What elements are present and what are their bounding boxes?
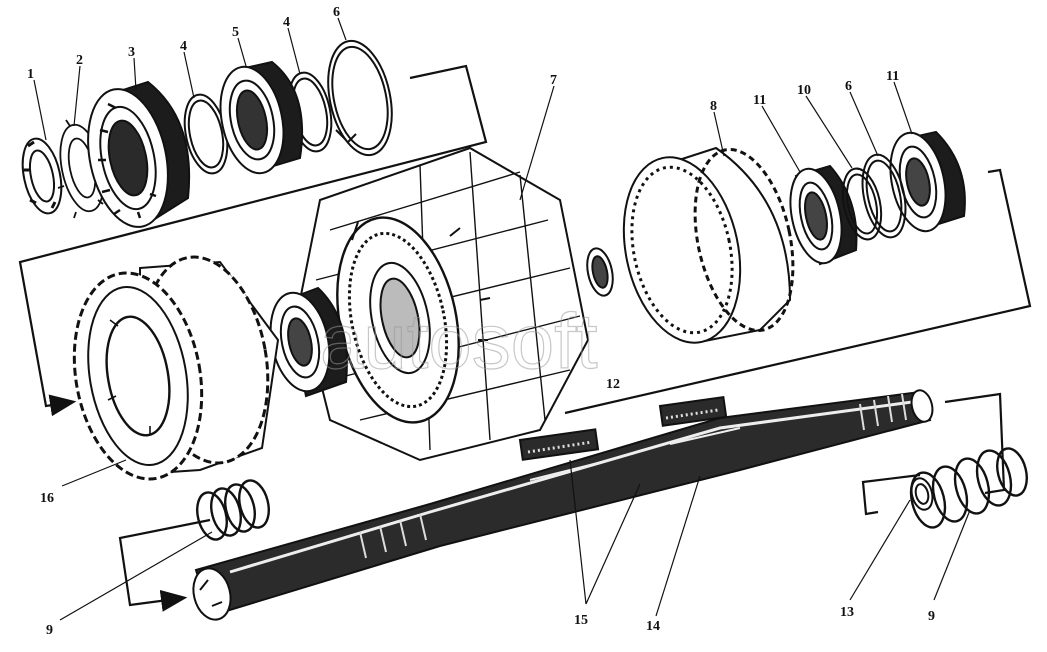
callout-7: 7: [550, 73, 557, 88]
callout-6-right: 6: [845, 79, 852, 94]
callout-5: 5: [232, 25, 239, 40]
part-bearing-11b: [889, 130, 966, 233]
watermark-text: autosoft: [320, 297, 598, 385]
part-bearing-11a: [789, 164, 858, 266]
part-ring-gear: [622, 146, 795, 344]
callout-4-right: 4: [283, 15, 290, 30]
part-spring-right: [909, 447, 1028, 529]
part-bushing: [586, 247, 614, 297]
callout-9-right: 9: [928, 609, 935, 624]
callout-6-left: 6: [333, 5, 340, 20]
part-main-shaft: [192, 389, 934, 621]
assembly-path-lines: [18, 64, 1032, 612]
callout-12: 12: [606, 377, 620, 392]
callout-4-left: 4: [180, 39, 187, 54]
callout-3: 3: [128, 45, 135, 60]
part-bearing-12: [269, 286, 348, 398]
part-keys: [518, 395, 728, 461]
part-bearing-5: [219, 60, 304, 175]
part-snap-ring-large: [327, 39, 393, 157]
callout-14: 14: [646, 619, 660, 634]
callout-2: 2: [76, 53, 83, 68]
callout-15: 15: [574, 613, 588, 628]
part-spring-seat: [910, 477, 934, 511]
part-spring-left: [196, 479, 270, 541]
part-clutch-drum: [298, 146, 590, 462]
callout-8: 8: [710, 99, 717, 114]
callout-labels: 1 2 3 4 5 4 6 7 8 11 10 6 11 12 16 9 15 …: [27, 5, 935, 638]
part-slotted-nut: [21, 137, 63, 215]
part-double-gear: [72, 255, 280, 481]
leader-lines: [33, 17, 971, 621]
callout-1: 1: [27, 67, 34, 82]
callout-11-left: 11: [753, 93, 766, 108]
callout-16: 16: [40, 491, 54, 506]
part-snap-ring-small: [861, 153, 907, 239]
callout-9-left: 9: [46, 623, 53, 638]
callout-10: 10: [797, 83, 811, 98]
callout-13: 13: [840, 605, 854, 620]
part-spacer-ring-10: [841, 167, 883, 241]
callout-11-right: 11: [886, 69, 899, 84]
part-roller-bearing-large: [87, 80, 191, 228]
